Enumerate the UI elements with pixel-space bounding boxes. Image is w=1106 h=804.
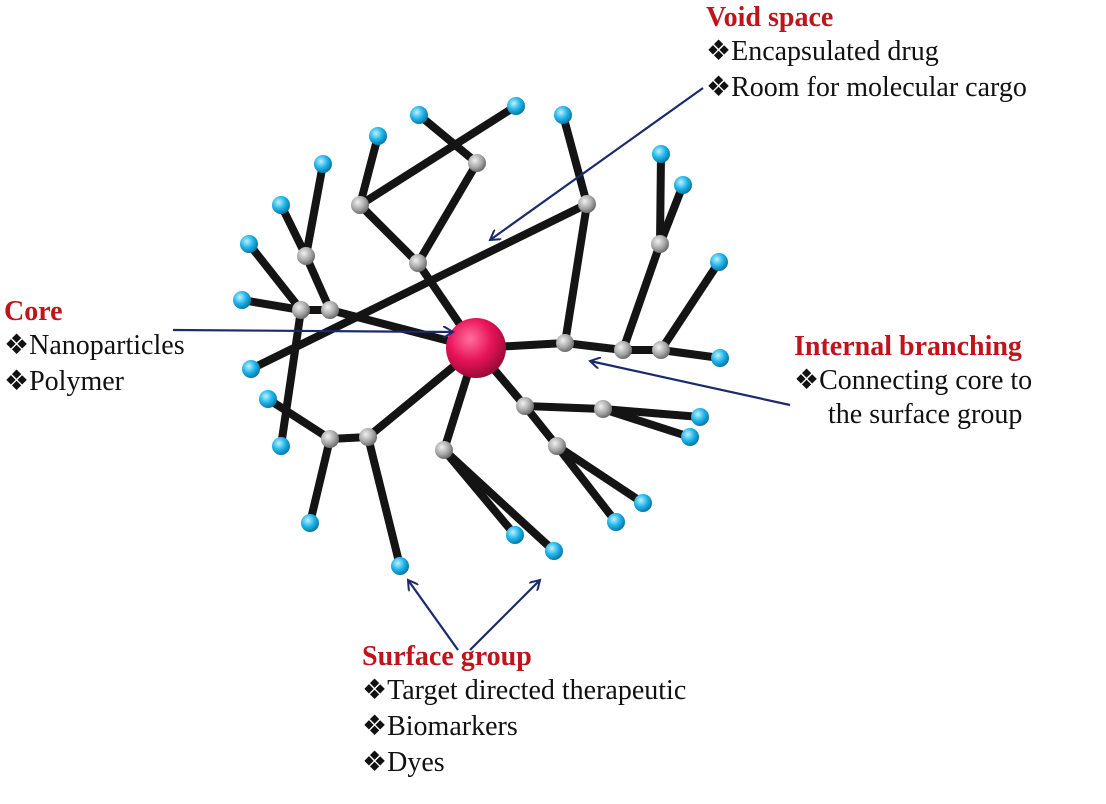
bond <box>364 433 404 570</box>
surface-node <box>710 253 728 271</box>
dendrimer-bonds <box>238 102 724 570</box>
internal-branching-label: Internal branching ❖Connecting core to t… <box>794 333 1032 437</box>
core-title: Core <box>4 296 63 327</box>
void-space-label: Void space ❖Encapsulated drug ❖Room for … <box>706 4 1027 110</box>
bond <box>656 181 687 248</box>
branch-node <box>614 341 632 359</box>
internal-branching-item: ❖Connecting core to <box>794 365 1033 396</box>
bond <box>238 296 305 314</box>
branch-node <box>321 301 339 319</box>
surface-nodes <box>233 97 729 575</box>
surface-group-item: ❖Biomarkers <box>362 711 518 742</box>
surface-group-label: Surface group ❖Target directed therapeut… <box>362 643 686 785</box>
bond <box>561 200 591 347</box>
surface-node <box>634 494 652 512</box>
surface-node <box>240 235 258 253</box>
surface-group-arrow-left <box>408 580 459 651</box>
surface-node <box>674 176 692 194</box>
branch-node <box>292 301 310 319</box>
core-item: ❖Polymer <box>4 366 124 397</box>
branch-node <box>359 428 377 446</box>
branch-node <box>409 254 427 272</box>
bond <box>440 446 519 539</box>
callout-arrows <box>172 87 791 651</box>
bond <box>277 306 305 450</box>
surface-node <box>391 557 409 575</box>
bond <box>553 442 620 526</box>
branch-node <box>556 334 574 352</box>
branch-node <box>297 247 315 265</box>
branch-node <box>321 430 339 448</box>
bond <box>559 111 591 208</box>
surface-node <box>301 514 319 532</box>
bond <box>302 160 327 260</box>
surface-group-item: ❖Dyes <box>362 747 445 778</box>
internal-branching-arrow <box>590 361 791 407</box>
core-item: ❖Nanoparticles <box>4 330 185 361</box>
branch-node <box>652 341 670 359</box>
core-sphere <box>446 318 506 378</box>
bond <box>657 258 723 354</box>
surface-node <box>607 513 625 531</box>
void-space-item: ❖Room for molecular cargo <box>706 72 1027 103</box>
surface-node <box>272 196 290 214</box>
bond <box>245 240 305 314</box>
branch-node <box>548 437 566 455</box>
bond <box>277 201 310 260</box>
bond <box>356 102 520 209</box>
bond <box>306 435 334 527</box>
branch-node <box>516 397 534 415</box>
branch-node <box>594 400 612 418</box>
surface-node <box>233 291 251 309</box>
branch-node <box>435 441 453 459</box>
bond <box>247 200 591 373</box>
branch-node <box>578 195 596 213</box>
surface-group-item: ❖Target directed therapeutic <box>362 675 687 706</box>
bond <box>561 339 627 354</box>
surface-node <box>259 390 277 408</box>
surface-node <box>691 408 709 426</box>
surface-node <box>272 437 290 455</box>
bond <box>415 111 481 167</box>
branch-node <box>468 154 486 172</box>
bond <box>264 395 334 443</box>
surface-group-title: Surface group <box>362 641 532 672</box>
surface-node <box>507 97 525 115</box>
void-space-title: Void space <box>706 2 834 33</box>
surface-node <box>554 106 572 124</box>
surface-node <box>506 526 524 544</box>
core-arrow <box>172 330 453 332</box>
surface-node <box>652 145 670 163</box>
surface-node <box>681 428 699 446</box>
surface-node <box>314 155 332 173</box>
branch-nodes <box>292 154 670 459</box>
dendrimer-core <box>446 318 506 378</box>
branch-node <box>351 196 369 214</box>
bond <box>356 132 382 209</box>
internal-branching-title: Internal branching <box>794 331 1022 362</box>
surface-node <box>410 106 428 124</box>
bond <box>657 346 724 362</box>
bond <box>619 240 664 354</box>
bond <box>656 150 665 248</box>
bond <box>599 405 694 441</box>
bond <box>414 159 481 267</box>
surface-node <box>369 127 387 145</box>
bond <box>521 402 607 413</box>
internal-branching-item: the surface group <box>828 399 1023 430</box>
bond <box>553 442 647 507</box>
surface-node <box>711 349 729 367</box>
surface-group-arrow-right <box>469 580 540 651</box>
bond <box>356 201 422 267</box>
void-space-item: ❖Encapsulated drug <box>706 36 939 67</box>
core-label: Core ❖Nanoparticles ❖Polymer <box>4 298 185 404</box>
bond <box>302 252 334 314</box>
surface-node <box>545 542 563 560</box>
void-space-arrow <box>490 87 704 240</box>
surface-node <box>242 360 260 378</box>
branch-node <box>651 235 669 253</box>
